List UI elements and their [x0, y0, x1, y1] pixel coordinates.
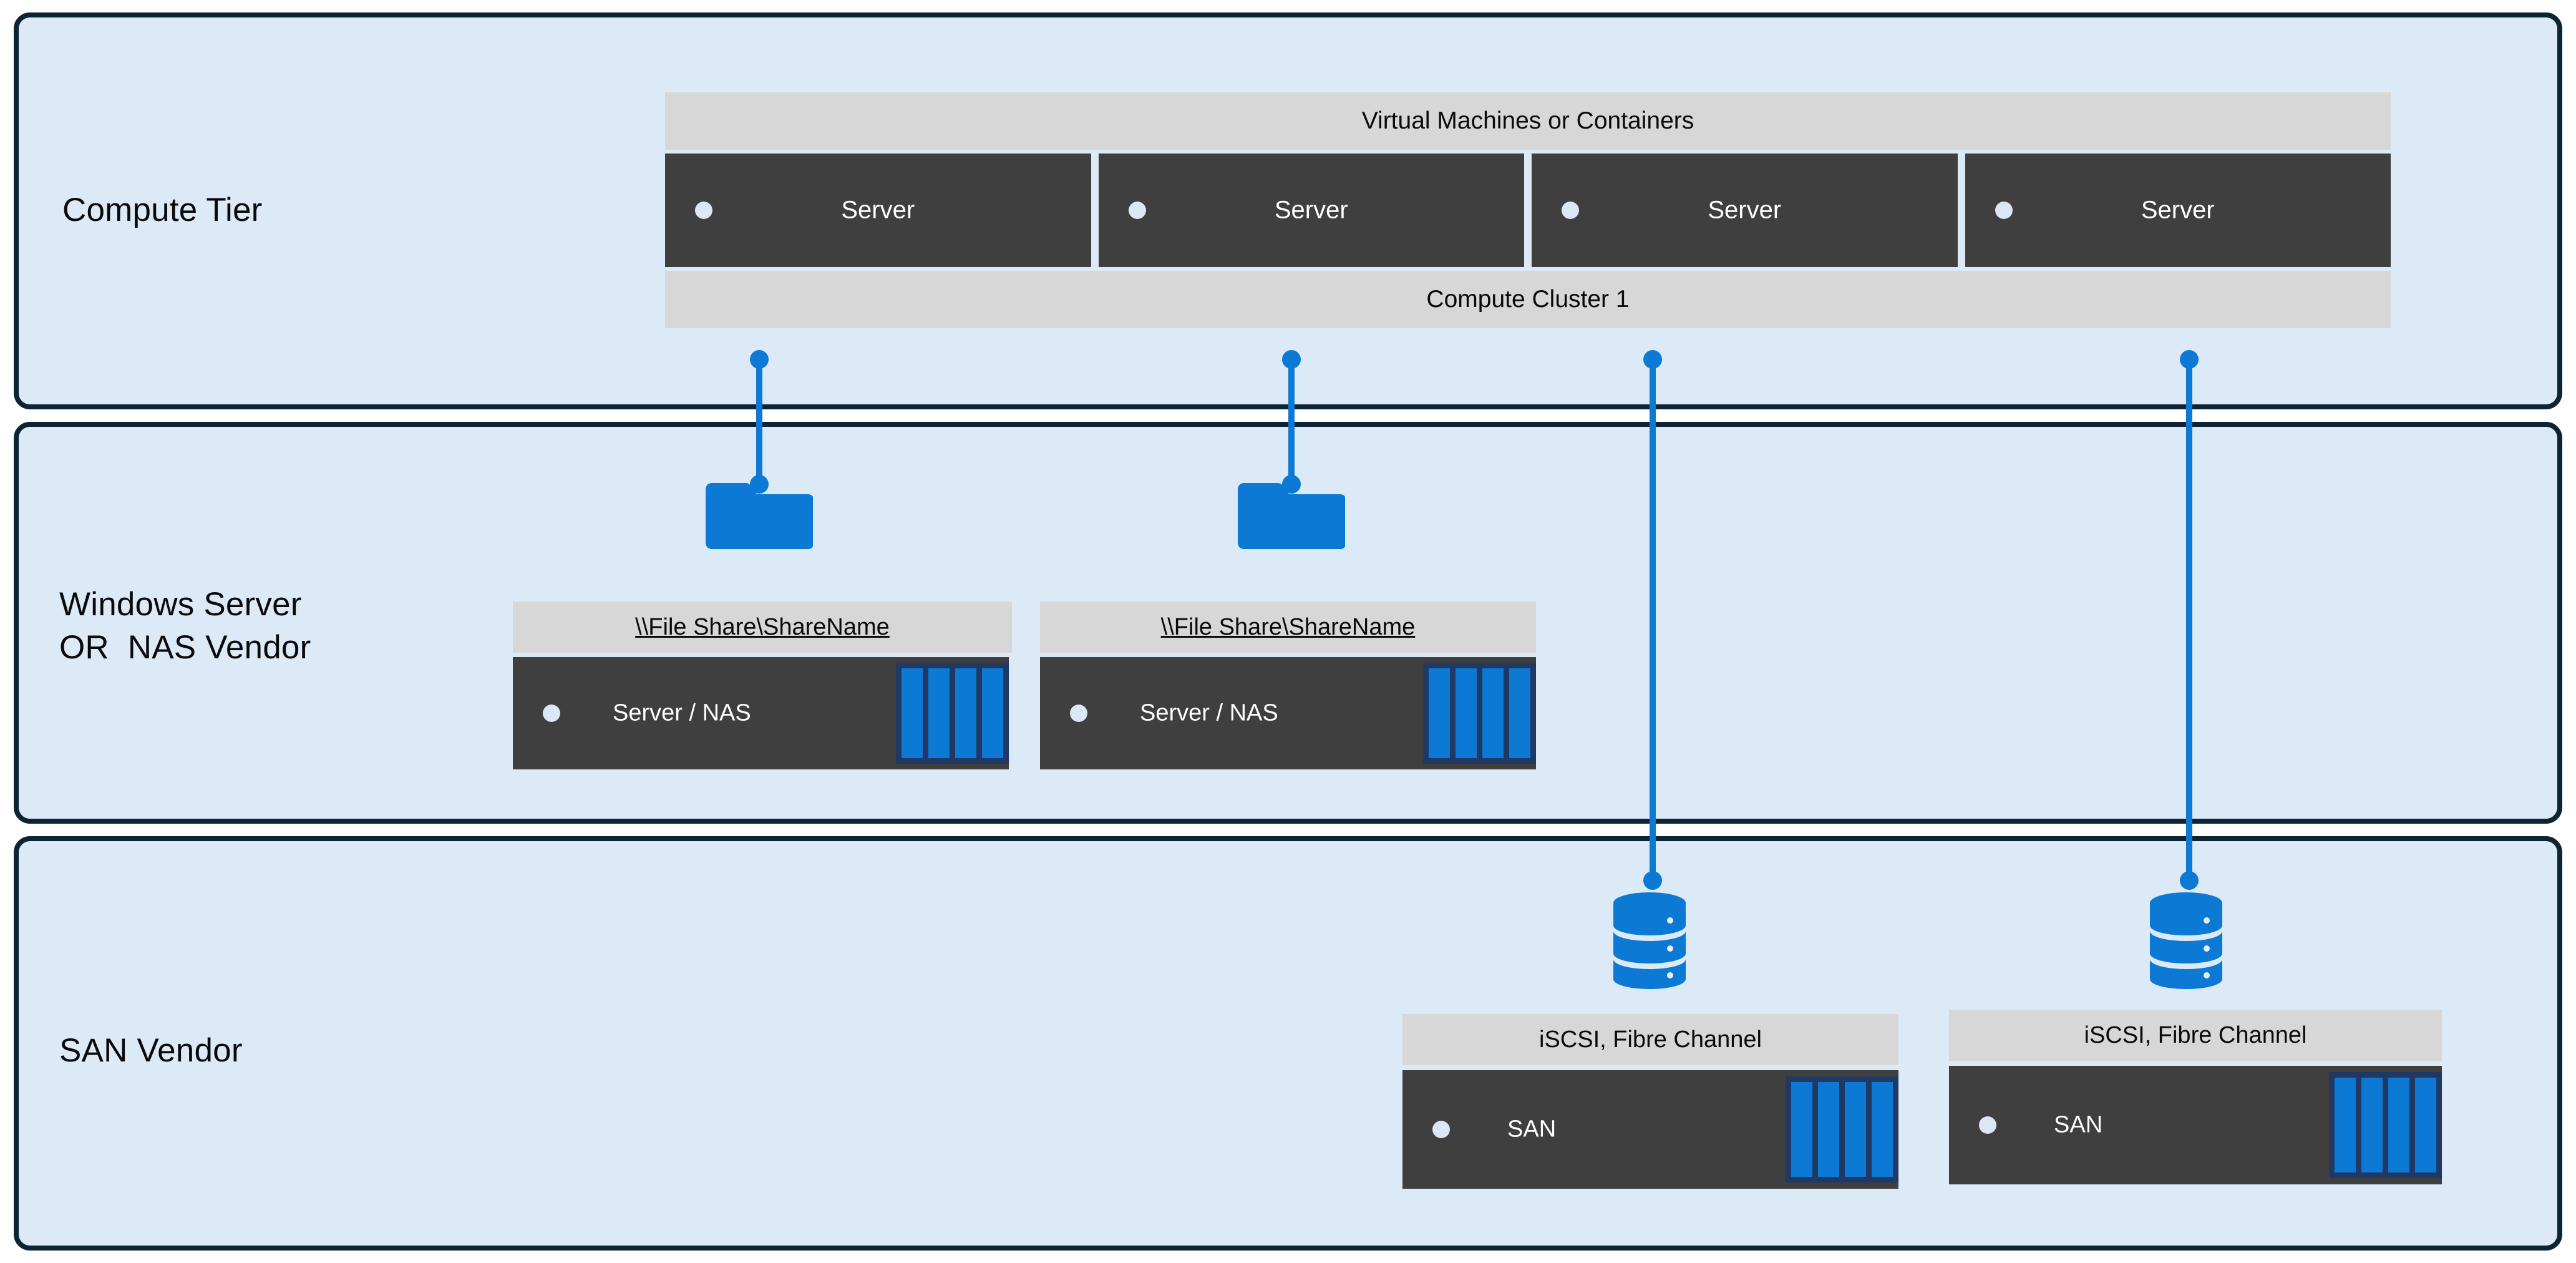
- compute-cluster-group: Virtual Machines or Containers Server Se…: [665, 92, 2391, 328]
- status-led-icon: [543, 705, 560, 722]
- compute-server-1[interactable]: Server: [665, 154, 1091, 267]
- disk-bay: [955, 668, 976, 758]
- disk-bay: [982, 668, 1003, 758]
- tier-label-file-services: Windows Server OR NAS Vendor: [59, 586, 311, 666]
- status-led-icon: [1562, 202, 1579, 219]
- connector-4-line: [2186, 359, 2192, 880]
- compute-server-4-label: Server: [2141, 196, 2215, 224]
- disk-bay: [1872, 1082, 1893, 1177]
- disk-bay: [1845, 1082, 1866, 1177]
- file-share-1-device-label: Server / NAS: [613, 700, 751, 726]
- disk-bay: [902, 668, 923, 758]
- san-1-device[interactable]: SAN: [1402, 1070, 1898, 1189]
- connector-1-line: [756, 359, 762, 484]
- san-2-device[interactable]: SAN: [1949, 1066, 2442, 1184]
- connector-3-line: [1650, 359, 1656, 880]
- disk-bay: [1456, 668, 1477, 758]
- compute-bottom-band: Compute Cluster 1: [665, 271, 2391, 328]
- status-led-icon: [1432, 1121, 1450, 1138]
- disk-bay-group: [896, 663, 1009, 764]
- file-share-1-caption: \\File Share\ShareName: [513, 602, 1012, 653]
- connector-3-dot-bottom: [1643, 871, 1662, 890]
- status-led-icon: [1995, 202, 2013, 219]
- file-share-2-caption: \\File Share\ShareName: [1040, 602, 1536, 653]
- disk-bay: [1482, 668, 1504, 758]
- compute-server-3-label: Server: [1708, 196, 1782, 224]
- disk-bay: [2415, 1078, 2436, 1173]
- database-cylinder-icon: [2147, 889, 2225, 989]
- disk-bay-group: [1786, 1076, 1898, 1183]
- san-2-caption: iSCSI, Fibre Channel: [1949, 1010, 2442, 1061]
- san-2-device-label: SAN: [2054, 1111, 2103, 1138]
- folder-icon: [1233, 480, 1346, 549]
- folder-icon: [701, 480, 814, 549]
- disk-bay: [1509, 668, 1530, 758]
- san-1-device-label: SAN: [1507, 1116, 1557, 1143]
- compute-server-row: Server Server Server Server: [665, 154, 2391, 267]
- file-share-2-device[interactable]: Server / NAS: [1040, 657, 1536, 769]
- disk-bay: [2388, 1078, 2409, 1173]
- status-led-icon: [1128, 202, 1146, 219]
- compute-server-1-label: Server: [841, 196, 915, 224]
- disk-bay: [1429, 668, 1450, 758]
- database-cylinder-icon: [1611, 889, 1688, 989]
- disk-bay: [2335, 1078, 2356, 1173]
- disk-bay-group: [2329, 1072, 2442, 1178]
- disk-bay: [1818, 1082, 1839, 1177]
- compute-server-2[interactable]: Server: [1098, 154, 1524, 267]
- san-1-caption: iSCSI, Fibre Channel: [1402, 1014, 1898, 1065]
- connector-2-line: [1288, 359, 1295, 484]
- status-led-icon: [1979, 1116, 1996, 1134]
- compute-server-2-label: Server: [1274, 196, 1348, 224]
- tier-label-san: SAN Vendor: [59, 1032, 243, 1069]
- tier-label-compute: Compute Tier: [62, 192, 263, 228]
- disk-bay: [2361, 1078, 2383, 1173]
- compute-top-band: Virtual Machines or Containers: [665, 92, 2391, 150]
- connector-4-dot-bottom: [2180, 871, 2199, 890]
- compute-server-3[interactable]: Server: [1532, 154, 1958, 267]
- file-share-2-device-label: Server / NAS: [1140, 700, 1278, 726]
- status-led-icon: [695, 202, 712, 219]
- disk-bay: [1791, 1082, 1812, 1177]
- status-led-icon: [1070, 705, 1087, 722]
- compute-server-4[interactable]: Server: [1965, 154, 2391, 267]
- file-share-1-device[interactable]: Server / NAS: [513, 657, 1009, 769]
- disk-bay: [928, 668, 950, 758]
- disk-bay-group: [1423, 663, 1536, 764]
